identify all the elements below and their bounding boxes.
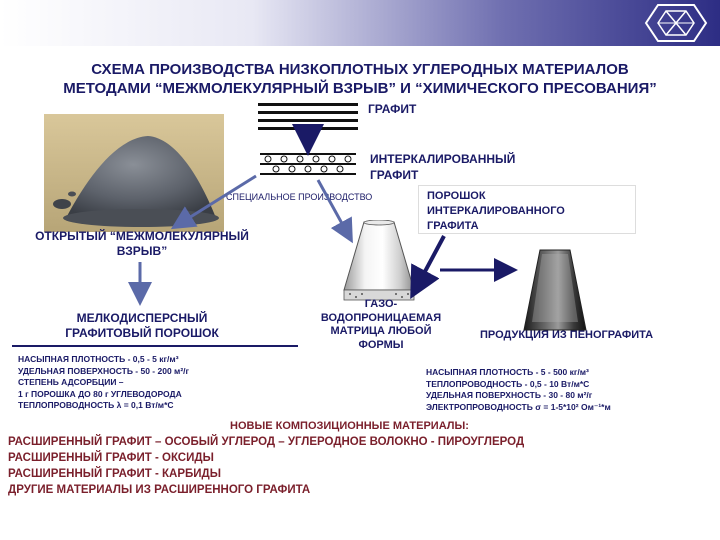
hexagon-logo-icon [644, 4, 708, 42]
powder-property: ТЕПЛОПРОВОДНОСТЬ λ = 0,1 Вт/м*С [18, 400, 174, 410]
powder-label-line-2: ИНТЕРКАЛИРОВАННОГО [427, 205, 565, 217]
permeable-matrix-cup-icon [343, 220, 415, 301]
foam-graphite-product-icon [523, 249, 587, 331]
powder-property: СТЕПЕНЬ АДСОРБЦИИ – [18, 377, 124, 387]
header-gradient-bar [0, 0, 720, 46]
product-property: УДЕЛЬНАЯ ПОВЕРХНОСТЬ - 30 - 80 м²/г [426, 390, 593, 400]
matrix-label: ГАЗО- ВОДОПРОНИЦАЕМАЯ МАТРИЦА ЛЮБОЙ ФОРМ… [306, 298, 456, 352]
open-burst-line-1: ОТКРЫТЫЙ “МЕЖМОЛЕКУЛЯРНЫЙ [35, 229, 249, 243]
matrix-line-3: МАТРИЦА ЛЮБОЙ [330, 325, 432, 337]
graphite-powder-photo [44, 114, 224, 232]
fine-powder-line-2: ГРАФИТОВЫЙ ПОРОШОК [65, 326, 219, 340]
product-property: ТЕПЛОПРОВОДНОСТЬ - 0,5 - 10 Вт/м*С [426, 378, 590, 389]
graphite-label: ГРАФИТ [368, 102, 417, 116]
open-burst-label: ОТКРЫТЫЙ “МЕЖМОЛЕКУЛЯРНЫЙ ВЗРЫВ” [8, 229, 276, 259]
matrix-line-1: ГАЗО- [364, 298, 398, 310]
powder-label-line-1: ПОРОШОК [427, 190, 486, 202]
powder-property: 1 г ПОРОШКА ДО 80 г УГЛЕВОДОРОДА [18, 388, 182, 399]
page-title: СХЕМА ПРОИЗВОДСТВА НИЗКОПЛОТНЫХ УГЛЕРОДН… [10, 60, 710, 98]
intercalated-powder-box: ПОРОШОК ИНТЕРКАЛИРОВАННОГО ГРАФИТА [418, 185, 636, 234]
fine-powder-line-1: МЕЛКОДИСПЕРСНЫЙ [76, 311, 208, 325]
product-property: НАСЫПНАЯ ПЛОТНОСТЬ - 5 - 500 кг/м³ [426, 367, 589, 377]
fine-powder-label: МЕЛКОДИСПЕРСНЫЙ ГРАФИТОВЫЙ ПОРОШОК [30, 311, 254, 341]
new-materials-list: РАСШИРЕННЫЙ ГРАФИТ – ОСОБЫЙ УГЛЕРОД – УГ… [8, 434, 524, 498]
title-line-2: МЕТОДАМИ “МЕЖМОЛЕКУЛЯРНЫЙ ВЗРЫВ” И “ХИМИ… [63, 80, 657, 97]
open-burst-line-2: ВЗРЫВ” [116, 244, 168, 258]
intercalated-graphite-label: ИНТЕРКАЛИРОВАННЫЙ ГРАФИТ [370, 151, 515, 183]
product-property: ЭЛЕКТРОПРОВОДНОСТЬ σ = 1-5*10² Ом⁻¹*м [426, 401, 611, 412]
matrix-line-2: ВОДОПРОНИЦАЕМАЯ [320, 311, 442, 324]
powder-properties-list: НАСЫПНАЯ ПЛОТНОСТЬ - 0,5 - 5 кг/м³ УДЕЛЬ… [18, 354, 189, 412]
new-material-item: ДРУГИЕ МАТЕРИАЛЫ ИЗ РАСШИРЕННОГО ГРАФИТА [8, 484, 311, 496]
product-label: ПРОДУКЦИЯ ИЗ ПЕНОГРАФИТА [480, 329, 654, 341]
new-material-item: РАСШИРЕННЫЙ ГРАФИТ - КАРБИДЫ [8, 468, 221, 480]
intercalated-label-line-1: ИНТЕРКАЛИРОВАННЫЙ [370, 152, 516, 166]
powder-label-line-3: ГРАФИТА [427, 220, 479, 232]
matrix-line-4: ФОРМЫ [358, 338, 404, 351]
special-production-label: СПЕЦИАЛЬНОЕ ПРОИЗВОДСТВО [226, 192, 373, 202]
product-properties-list: НАСЫПНАЯ ПЛОТНОСТЬ - 5 - 500 кг/м³ ТЕПЛО… [426, 367, 611, 413]
graphite-layers-icon [258, 103, 358, 130]
divider-line [12, 345, 298, 347]
powder-property: УДЕЛЬНАЯ ПОВЕРХНОСТЬ - 50 - 200 м²/г [18, 365, 190, 376]
intercalated-graphite-icon [260, 153, 356, 175]
powder-property: НАСЫПНАЯ ПЛОТНОСТЬ - 0,5 - 5 кг/м³ [18, 354, 179, 364]
title-line-1: СХЕМА ПРОИЗВОДСТВА НИЗКОПЛОТНЫХ УГЛЕРОДН… [91, 61, 629, 78]
new-material-item: РАСШИРЕННЫЙ ГРАФИТ - ОКСИДЫ [8, 452, 214, 464]
new-materials-title: НОВЫЕ КОМПОЗИЦИОННЫЕ МАТЕРИАЛЫ: [230, 420, 469, 432]
new-material-item: РАСШИРЕННЫЙ ГРАФИТ – ОСОБЫЙ УГЛЕРОД – УГ… [8, 436, 525, 448]
intercalated-label-line-2: ГРАФИТ [370, 168, 419, 182]
